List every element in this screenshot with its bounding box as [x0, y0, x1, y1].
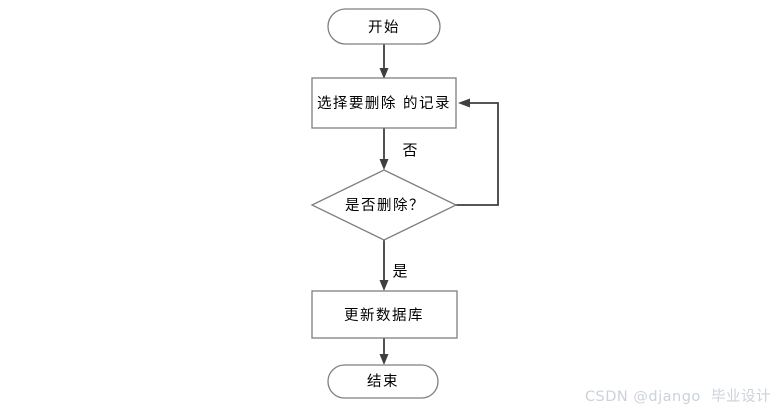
connector-decision-yes-to-update: [379, 240, 389, 291]
start-label: 开始: [368, 19, 400, 36]
connector-line: [455, 102, 499, 206]
update-db-label: 更新数据库: [344, 307, 424, 324]
watermark: CSDN @django 毕业设计: [584, 389, 771, 405]
arrowhead-down-icon: [379, 159, 389, 170]
arrowhead-left-icon: [458, 98, 470, 108]
connector-update-to-end: [379, 338, 389, 365]
edge-label-yes: 是: [392, 262, 407, 280]
select-record-label: 选择要删除 的记录: [317, 95, 451, 112]
arrowhead-down-icon: [379, 280, 389, 291]
connector-decision-no-loop: [455, 98, 499, 206]
update-db-process-shape: [311, 290, 458, 339]
connector-start-to-select: [379, 44, 389, 79]
start-terminator-shape: [327, 8, 441, 45]
end-terminator-shape: [327, 364, 439, 399]
is-delete-label: 是否删除？: [345, 197, 425, 214]
edge-label-no: 否: [402, 141, 417, 159]
end-label: 结束: [367, 373, 399, 390]
select-record-process-shape: [311, 77, 457, 129]
connector-select-to-decision: [379, 128, 389, 170]
arrowhead-down-icon: [379, 354, 389, 365]
is-delete-decision-shape: [310, 169, 458, 241]
arrowhead-down-icon: [379, 68, 389, 79]
